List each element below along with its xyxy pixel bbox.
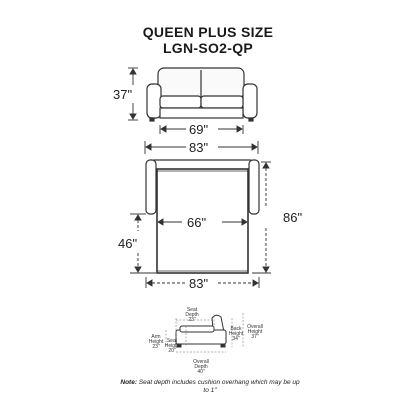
bed-overall-depth-label: 86" [283, 210, 302, 225]
product-title: QUEEN PLUS SIZE [142, 24, 274, 40]
front-height-dimension [128, 67, 138, 121]
bed-closed-depth-label: 46" [118, 236, 137, 251]
note-prefix: Note: [120, 379, 137, 386]
sofa-side-profile [175, 314, 227, 348]
bed-closed-depth-dimension [130, 213, 156, 274]
sofa-bed-top-view [145, 159, 260, 274]
product-model-code: LGN-SO2-QP [162, 40, 254, 56]
bed-width-label: 66" [187, 215, 206, 230]
bed-overall-depth-dimension [252, 161, 271, 274]
bed-overall-width-label: 83" [189, 276, 208, 291]
front-overall-width-dimension [144, 141, 259, 154]
seat-depth-note: Note: Seat depth includes cushion overha… [120, 379, 300, 395]
side-profile-guides [165, 313, 244, 353]
bed-overall-width-dimension [145, 277, 260, 288]
front-seat-width-label: 69" [189, 122, 208, 137]
front-height-label: 37" [113, 87, 132, 102]
front-overall-width-label: 83" [189, 140, 208, 155]
seat-width-dimension [159, 125, 244, 134]
note-text: Seat depth includes cushion overhang whi… [138, 379, 300, 394]
sofa-front-view [146, 67, 258, 122]
bed-width-dimension [157, 218, 248, 226]
